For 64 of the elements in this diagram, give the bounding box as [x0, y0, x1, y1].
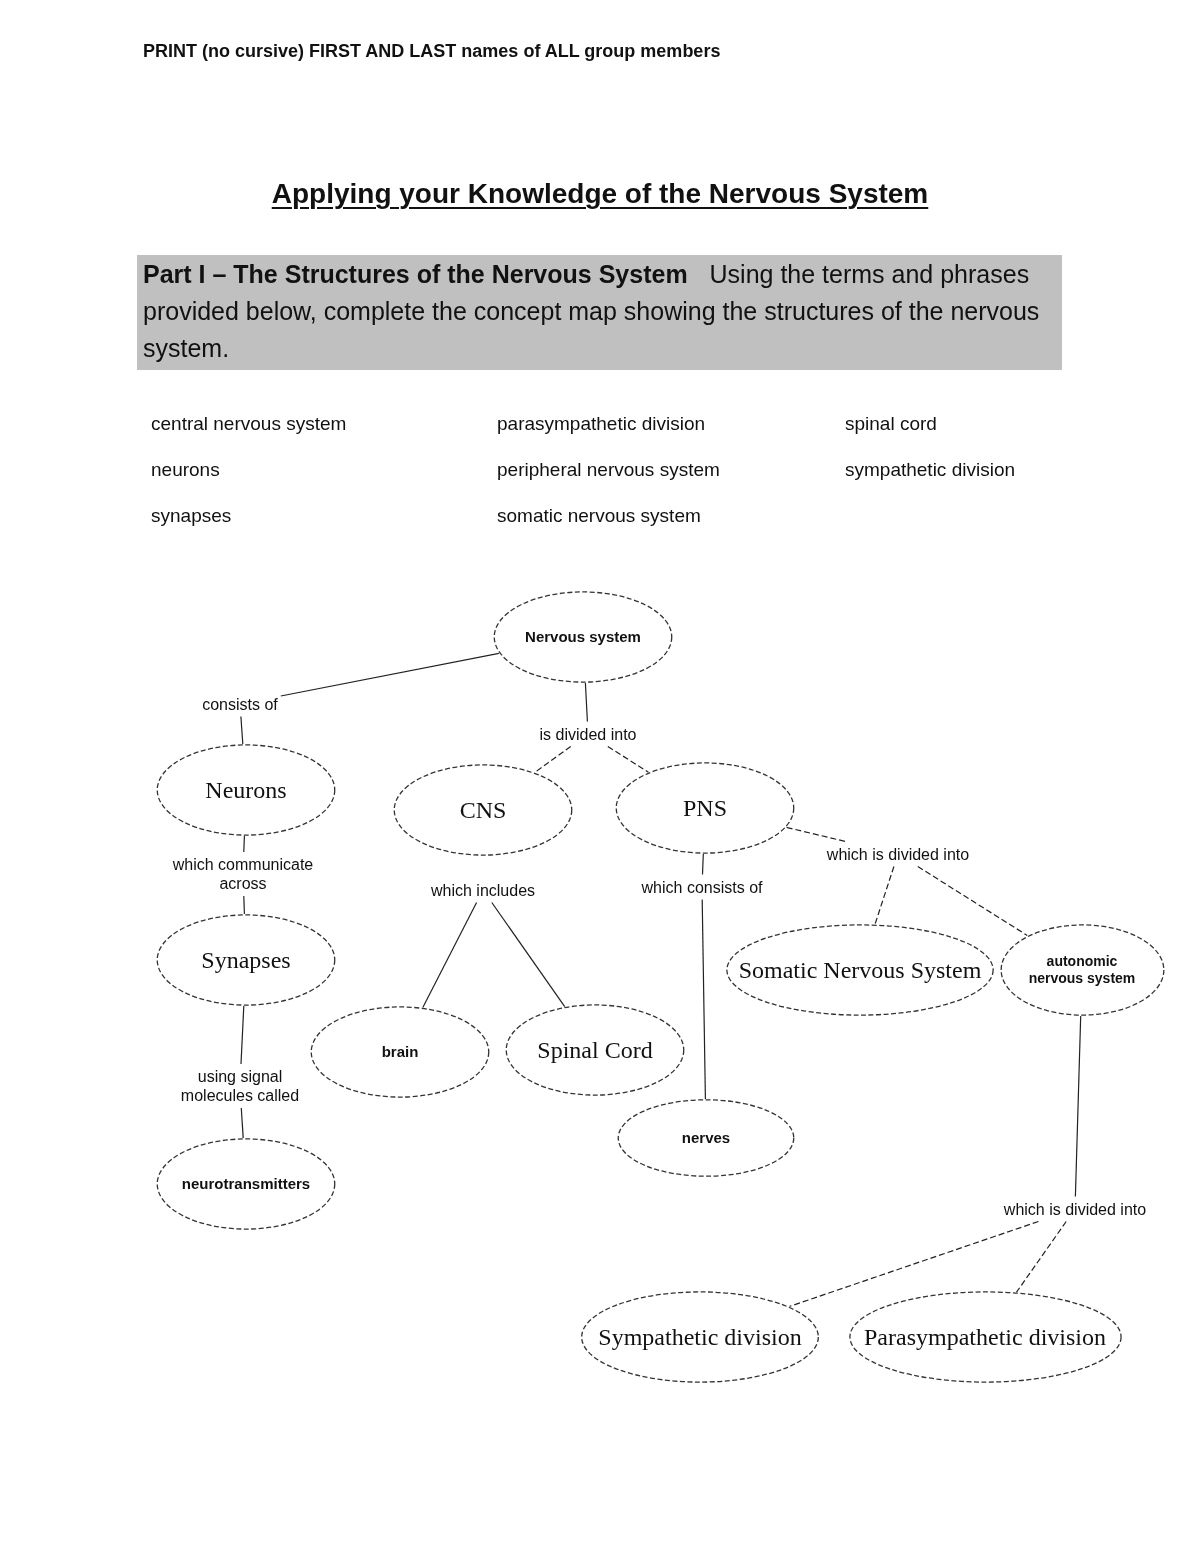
header-note: PRINT (no cursive) FIRST AND LAST names of ALL group members	[143, 41, 721, 62]
linking-phrase: which is divided into	[1003, 1199, 1147, 1219]
connector-line	[243, 895, 245, 915]
word-bank-term: sympathetic division	[845, 458, 1016, 482]
connector-line	[1015, 1220, 1067, 1293]
linking-phrase: which communicate across	[158, 855, 328, 893]
connector-line	[422, 901, 478, 1009]
instructions-banner: Part I – The Structures of the Nervous System Using the terms and phrases provided below, complete the concept map showing the structures of the nervous system.	[137, 255, 1062, 370]
concept-label: Somatic Nervous System	[738, 955, 982, 985]
concept-ellipse	[580, 1291, 820, 1383]
word-bank-term: somatic nervous system	[497, 504, 701, 528]
connector-line	[584, 682, 588, 723]
linking-phrase: consists of	[202, 694, 278, 714]
concept-label: neurotransmitters	[181, 1175, 311, 1193]
concept-ellipse	[493, 591, 673, 683]
linking-phrase: which is divided into	[826, 844, 970, 864]
concept-ellipse	[999, 924, 1165, 1016]
word-bank-term: synapses	[151, 504, 232, 528]
concept-ellipse	[156, 1138, 336, 1230]
linking-phrase: which includes	[430, 880, 536, 900]
worksheet-title: Applying your Knowledge of the Nervous System	[271, 178, 929, 210]
linking-phrase: is divided into	[539, 724, 637, 744]
word-bank-term: central nervous system	[151, 412, 347, 436]
linking-phrase: which consists of	[641, 877, 763, 897]
word-bank-term: peripheral nervous system	[497, 458, 720, 482]
concept-label: Neurons	[205, 775, 287, 805]
concept-ellipse	[617, 1099, 795, 1177]
connector-line	[491, 901, 566, 1008]
connector-line	[874, 865, 895, 925]
concept-ellipse	[847, 1291, 1123, 1383]
concept-label: Sympathetic division	[598, 1322, 802, 1352]
concept-label: PNS	[683, 793, 727, 823]
connector-line	[534, 745, 572, 773]
connector-line	[240, 715, 244, 745]
concept-ellipse	[156, 744, 336, 836]
connector-line	[240, 1005, 245, 1065]
concept-label: Parasympathetic division	[864, 1322, 1106, 1352]
concept-label: Nervous system	[525, 628, 641, 646]
connector-line	[280, 652, 500, 697]
concept-label: Spinal Cord	[537, 1035, 653, 1065]
concept-label: nerves	[681, 1129, 731, 1147]
connector-line	[243, 835, 245, 853]
concept-ellipse	[615, 762, 795, 854]
connector-line	[917, 865, 1028, 937]
word-bank-term: parasympathetic division	[497, 412, 706, 436]
concept-ellipse	[725, 924, 995, 1016]
concept-label: autonomic nervous system	[1027, 953, 1137, 987]
concept-label: Synapses	[201, 945, 291, 975]
connector-line	[607, 745, 649, 773]
word-bank-term: spinal cord	[845, 412, 937, 436]
connector-line	[701, 898, 706, 1100]
concept-label: brain	[381, 1043, 419, 1061]
concept-ellipse	[310, 1006, 490, 1098]
connector-line	[1074, 1015, 1082, 1198]
word-bank-term: neurons	[151, 458, 220, 482]
linking-phrase: using signal molecules called	[170, 1067, 310, 1105]
concept-ellipse	[393, 764, 573, 856]
connector-line	[701, 853, 704, 876]
connector-line	[789, 1220, 1039, 1307]
connector-line	[786, 826, 847, 843]
concept-ellipse	[505, 1004, 685, 1096]
concept-label: CNS	[459, 795, 507, 825]
connector-line	[240, 1107, 244, 1139]
concept-ellipse	[156, 914, 336, 1006]
